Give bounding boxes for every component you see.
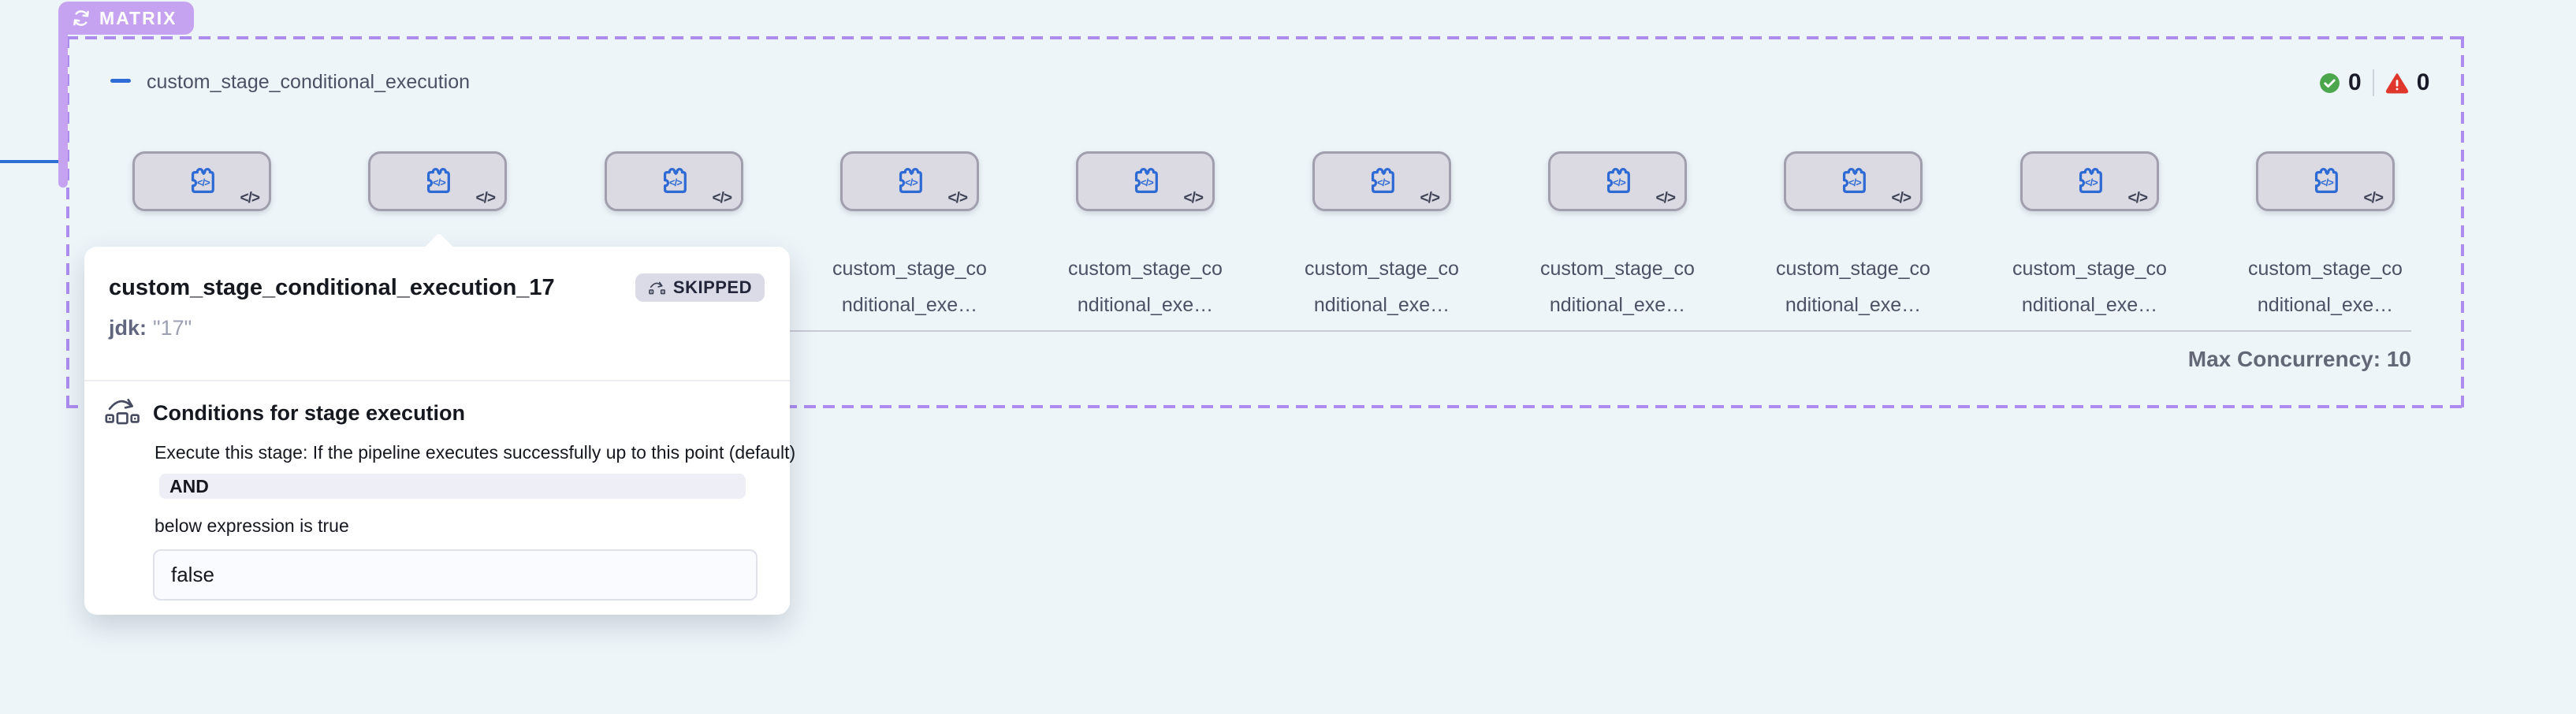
operator-bar: AND [159,474,746,499]
operator-subtext: below expression is true [154,515,349,536]
custom-stage-icon: </> [184,165,220,197]
conditions-heading: Conditions for stage execution [153,401,466,425]
stage-card[interactable]: </> </> [1076,151,1215,211]
expression-value-field: false [153,549,758,601]
skip-icon [648,281,666,296]
tooltip-stage-title: custom_stage_conditional_execution_17 [109,275,555,300]
code-glyph: </> [2363,190,2384,206]
matrix-badge: MATRIX [58,2,195,35]
stage-node[interactable]: </> </> custom_stage_conditional_exe… [1305,151,1459,316]
svg-text:</>: </> [1377,177,1390,188]
stage-node[interactable]: </> </> custom_stage_conditional_exe… [832,151,987,316]
success-icon [2319,73,2340,94]
stage-label: custom_stage_conditional_exe… [1305,258,1459,316]
stage-card[interactable]: </> </> [1784,151,1923,211]
stage-card[interactable]: </> </> [605,151,743,211]
svg-text:</>: </> [433,177,445,188]
stage-label: custom_stage_conditional_exe… [1776,258,1930,316]
stage-tooltip: custom_stage_conditional_execution_17 SK… [84,232,795,615]
conditional-execution-icon [104,396,141,426]
stage-node[interactable]: </> </> custom_stage_conditional_exe… [125,151,279,316]
custom-stage-icon: </> [656,165,692,197]
footer-divider [97,330,2411,332]
custom-stage-icon: </> [419,165,456,197]
custom-stage-icon: </> [1127,165,1163,197]
svg-text:</>: </> [1848,177,1861,188]
svg-text:</>: </> [1141,177,1153,188]
stage-label: custom_stage_conditional_exe… [2012,258,2167,316]
matrix-node-edge [58,24,68,188]
collapse-icon[interactable] [110,79,131,83]
stage-card[interactable]: </> </> [840,151,979,211]
stage-card[interactable]: </> </> [1312,151,1451,211]
variable-key: jdk: [109,316,147,340]
stage-card[interactable]: </> </> [2020,151,2159,211]
code-glyph: </> [240,190,261,206]
stage-label: custom_stage_conditional_exe… [1540,258,1695,316]
code-glyph: </> [712,190,733,206]
stage-node[interactable]: </> </> custom_stage_conditional_exe… [1776,151,1930,316]
matrix-stage-title: custom_stage_conditional_execution [147,71,470,93]
stage-node[interactable]: </> </> custom_stage_conditional_exe… [2248,151,2403,316]
code-glyph: </> [475,190,497,206]
custom-stage-icon: </> [1599,165,1636,197]
stage-card[interactable]: </> </> [2256,151,2395,211]
code-glyph: </> [947,190,969,206]
status-badge-label: SKIPPED [672,277,752,297]
variable-value: "17" [153,316,192,340]
svg-text:</>: </> [2321,177,2333,188]
stage-node[interactable]: </> </> custom_stage_conditional_exe… [360,151,515,316]
stage-node[interactable]: </> </> custom_stage_conditional_exe… [597,151,751,316]
error-count: 0 [2416,69,2430,95]
stage-label: custom_stage_conditional_exe… [2248,258,2403,316]
custom-stage-icon: </> [1835,165,1871,197]
stage-card[interactable]: </> </> [132,151,271,211]
tooltip-divider [84,380,790,381]
custom-stage-icon: </> [2072,165,2108,197]
svg-text:</>: </> [2085,177,2098,188]
success-count: 0 [2348,69,2362,95]
operator-label: AND [169,475,209,496]
stage-node[interactable]: </> </> custom_stage_conditional_exe… [1068,151,1223,316]
code-glyph: </> [1420,190,1441,206]
conditions-description: Execute this stage: If the pipeline exec… [154,442,796,463]
code-glyph: </> [1655,190,1677,206]
code-glyph: </> [2127,190,2149,206]
stage-card[interactable]: </> </> [1548,151,1687,211]
svg-text:</>: </> [1613,177,1625,188]
custom-stage-icon: </> [1364,165,1400,197]
stage-card[interactable]: </> </> [368,151,507,211]
svg-text:</>: </> [669,177,682,188]
matrix-variable: jdk:"17" [109,316,192,340]
svg-text:</>: </> [905,177,918,188]
loop-icon [71,8,91,28]
code-glyph: </> [1891,190,1912,206]
counts-divider [2372,69,2374,96]
stage-node[interactable]: </> </> custom_stage_conditional_exe… [1540,151,1695,316]
status-counts: 0 0 [2319,67,2429,99]
max-concurrency-label: Max Concurrency: 10 [2187,347,2411,371]
custom-stage-icon: </> [2307,165,2343,197]
stage-label: custom_stage_conditional_exe… [1068,258,1223,316]
custom-stage-icon: </> [892,165,928,197]
pipeline-connector-line [0,160,60,163]
expression-value: false [171,563,214,586]
error-icon [2385,73,2409,94]
svg-text:</>: </> [197,177,210,188]
code-glyph: </> [1183,190,1204,206]
stage-label: custom_stage_conditional_exe… [832,258,987,316]
matrix-badge-label: MATRIX [99,7,177,28]
stage-node[interactable]: </> </> custom_stage_conditional_exe… [2012,151,2167,316]
status-badge: SKIPPED [635,273,765,302]
